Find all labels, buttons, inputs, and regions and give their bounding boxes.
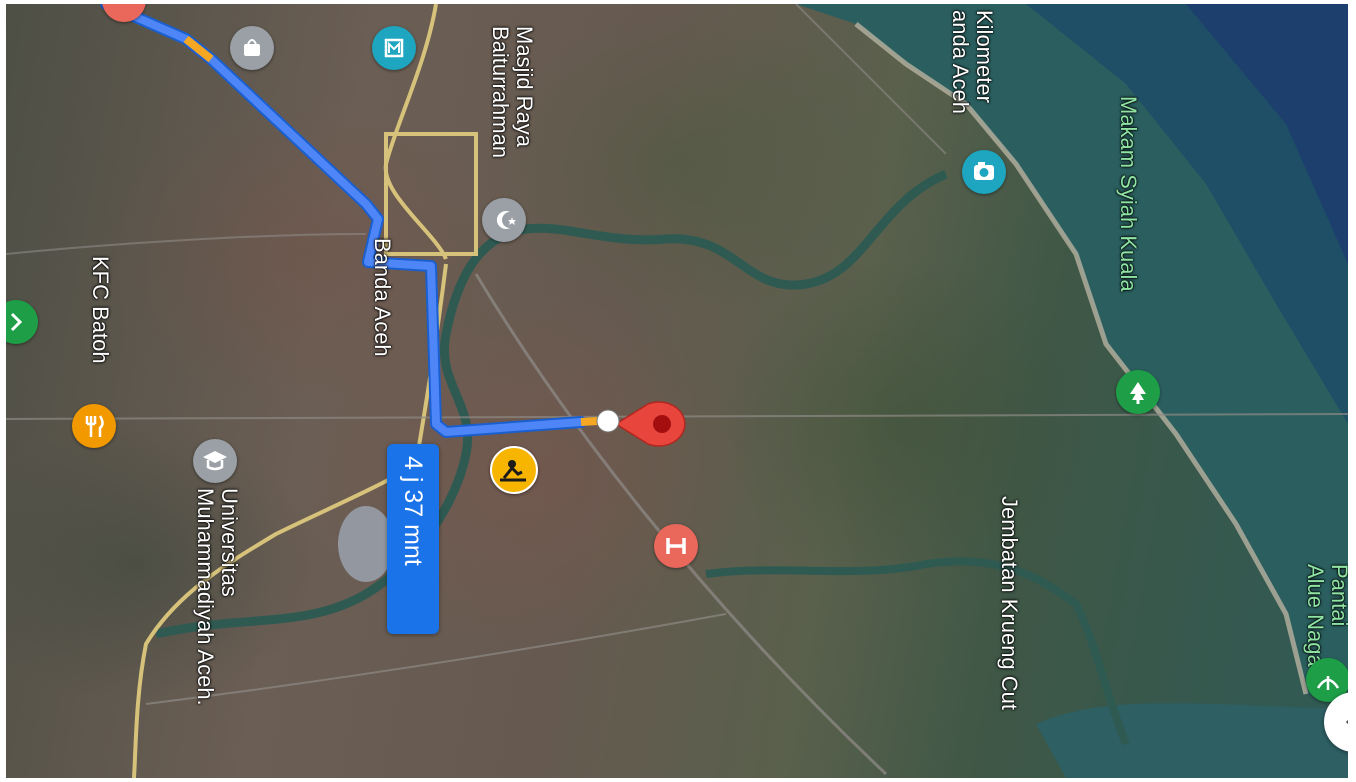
- open-sea-area: [1186, 4, 1348, 264]
- stadium-area: [338, 506, 394, 582]
- river-krueng-aceh: [155, 169, 948, 639]
- deep-sea-area: [1026, 4, 1348, 424]
- label-makam-syiah-kuala[interactable]: Makam Syiah Kuala: [1116, 96, 1141, 292]
- destination-pin-icon[interactable]: [586, 396, 696, 452]
- road-diagonal: [474, 273, 888, 776]
- restaurant-icon[interactable]: [72, 404, 116, 448]
- label-kilometer-zero[interactable]: Kilometer anda Aceh: [948, 10, 997, 114]
- chevron-left-icon: [1345, 719, 1348, 725]
- camera-icon[interactable]: [962, 150, 1006, 194]
- education-icon[interactable]: [193, 439, 237, 483]
- route-traffic-segment: [183, 35, 214, 63]
- label-jembatan-krueng-cut[interactable]: Jembatan Krueng Cut: [997, 496, 1022, 711]
- road-south: [132, 263, 448, 778]
- river-krueng-cut: [705, 557, 1130, 746]
- label-kfc-batoh[interactable]: KFC Batoh: [88, 256, 113, 364]
- label-banda-aceh[interactable]: Banda Aceh: [370, 238, 395, 357]
- expand-panel-button[interactable]: [1324, 692, 1348, 752]
- mosque-icon[interactable]: [482, 198, 526, 242]
- shopping-bag-icon[interactable]: [230, 26, 274, 70]
- label-universitas[interactable]: Universitas Muhammadiyah Aceh.: [193, 488, 242, 706]
- map-base: [6, 4, 1348, 778]
- coastline: [854, 22, 1309, 695]
- map-view[interactable]: Kilometer anda Aceh Makam Syiah Kuala Ma…: [6, 4, 1348, 778]
- label-pantai-alue-naga[interactable]: Pantai Alue Naga: [1303, 564, 1348, 667]
- river-mouth: [1036, 703, 1348, 778]
- road-port: [795, 4, 947, 155]
- hospital-icon-north[interactable]: [102, 4, 146, 22]
- route-traffic-end: [580, 417, 599, 426]
- hospital-icon[interactable]: [654, 524, 698, 568]
- park-icon-west[interactable]: [6, 300, 38, 344]
- road-south-east: [145, 613, 727, 705]
- road-construction-icon[interactable]: [490, 446, 538, 494]
- label-masjid-raya[interactable]: Masjid Raya Baiturrahman: [488, 26, 537, 159]
- museum-icon[interactable]: [372, 26, 416, 70]
- park-icon[interactable]: [1116, 370, 1160, 414]
- route-duration-text: 4 j 37 mnt: [399, 456, 427, 566]
- road-west: [6, 233, 367, 255]
- road-ring: [384, 132, 478, 256]
- route-duration-badge[interactable]: 4 j 37 mnt: [387, 444, 439, 634]
